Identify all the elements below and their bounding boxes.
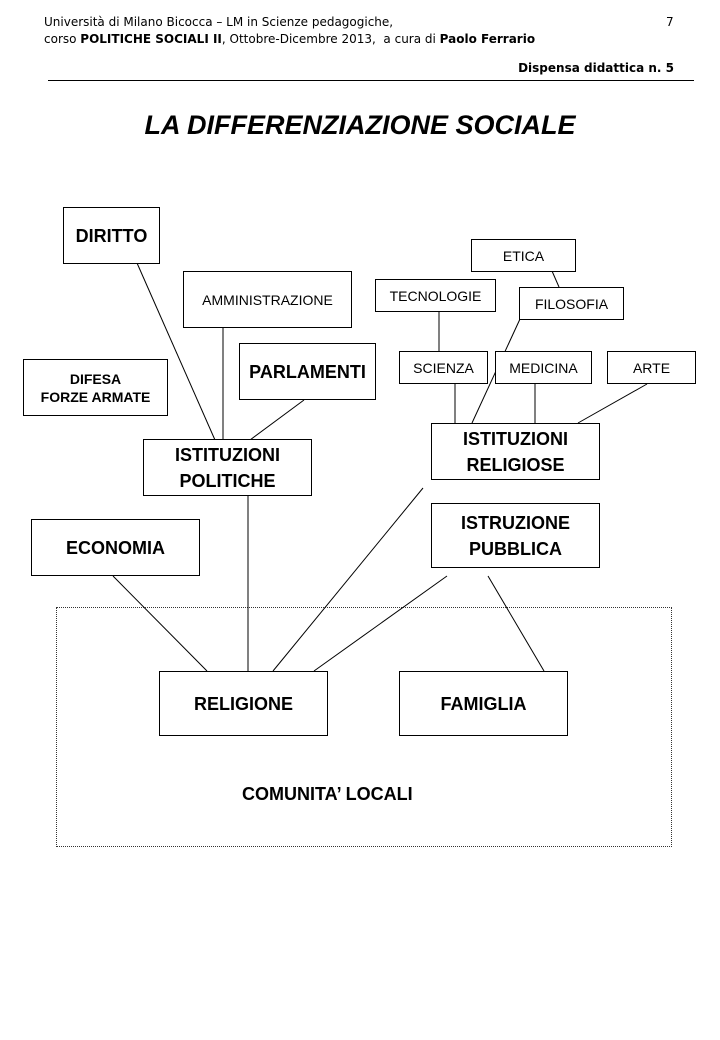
- node-label: DIFESA: [69, 370, 122, 387]
- community-area: [56, 607, 672, 847]
- node-famiglia: FAMIGLIA: [399, 671, 568, 736]
- node-istruzione-pubblica: ISTRUZIONE PUBBLICA: [431, 503, 600, 568]
- node-label: TECNOLOGIE: [389, 287, 482, 304]
- node-label: FORZE ARMATE: [40, 388, 151, 405]
- node-label: ARTE: [632, 359, 671, 376]
- node-filosofia: FILOSOFIA: [519, 287, 624, 320]
- node-label: ISTITUZIONI: [175, 444, 280, 465]
- node-label: SCIENZA: [413, 359, 474, 376]
- node-label: ISTRUZIONE: [460, 512, 570, 533]
- node-tecnologie: TECNOLOGIE: [375, 279, 496, 312]
- line-arte-istreligiose: [577, 383, 648, 424]
- community-label: COMUNITA’ LOCALI: [242, 784, 413, 804]
- node-economia: ECONOMIA: [31, 519, 200, 576]
- node-label: ISTITUZIONI: [463, 428, 568, 449]
- node-parlamenti: PARLAMENTI: [239, 343, 376, 400]
- node-amministrazione: AMMINISTRAZIONE: [183, 271, 352, 328]
- node-label: MEDICINA: [509, 359, 578, 376]
- header-line-2: corso POLITICHE SOCIALI II, Ottobre-Dice…: [44, 31, 535, 47]
- node-arte: ARTE: [607, 351, 696, 384]
- page-number: 7: [666, 15, 674, 29]
- line-parlamenti-politiche: [249, 399, 305, 441]
- line-economia-religione: [112, 575, 208, 672]
- node-istituzioni-religiose: ISTITUZIONI RELIGIOSE: [431, 423, 600, 480]
- node-label: DIRITTO: [75, 225, 148, 246]
- header-prefix: corso: [44, 32, 81, 46]
- line-diritto-politiche: [136, 262, 216, 441]
- page-title: LA DIFFERENZIAZIONE SOCIALE: [144, 110, 576, 140]
- node-label: FILOSOFIA: [534, 295, 609, 312]
- header-mid: , Ottobre-Dicembre 2013, a cura di: [221, 32, 440, 46]
- node-medicina: MEDICINA: [495, 351, 592, 384]
- node-religione: RELIGIONE: [159, 671, 328, 736]
- node-etica: ETICA: [471, 239, 576, 272]
- node-label: RELIGIONE: [193, 693, 293, 714]
- node-label: RELIGIOSE: [466, 454, 565, 475]
- node-label: POLITICHE: [179, 470, 276, 491]
- node-label: ETICA: [502, 247, 545, 264]
- node-label: PUBBLICA: [469, 538, 562, 559]
- line-istruzione-famiglia: [487, 575, 545, 672]
- node-label: PARLAMENTI: [249, 361, 366, 382]
- node-label: ECONOMIA: [66, 537, 165, 558]
- line-istruzione-religione: [313, 575, 448, 672]
- header-rule: [48, 80, 694, 81]
- node-label: FAMIGLIA: [440, 693, 527, 714]
- node-diritto: DIRITTO: [63, 207, 160, 264]
- node-scienza: SCIENZA: [399, 351, 488, 384]
- header-line-1: Università di Milano Bicocca – LM in Sci…: [44, 15, 394, 29]
- author-name: Paolo Ferrario: [439, 32, 536, 46]
- node-label: AMMINISTRAZIONE: [202, 291, 333, 308]
- course-name: POLITICHE SOCIALI II: [80, 32, 222, 46]
- dispensa-label: Dispensa didattica n. 5: [518, 61, 674, 75]
- line-etica-filosofia: [551, 270, 560, 288]
- line-istreligiose-religione: [272, 487, 424, 672]
- node-istituzioni-politiche: ISTITUZIONI POLITICHE: [143, 439, 312, 496]
